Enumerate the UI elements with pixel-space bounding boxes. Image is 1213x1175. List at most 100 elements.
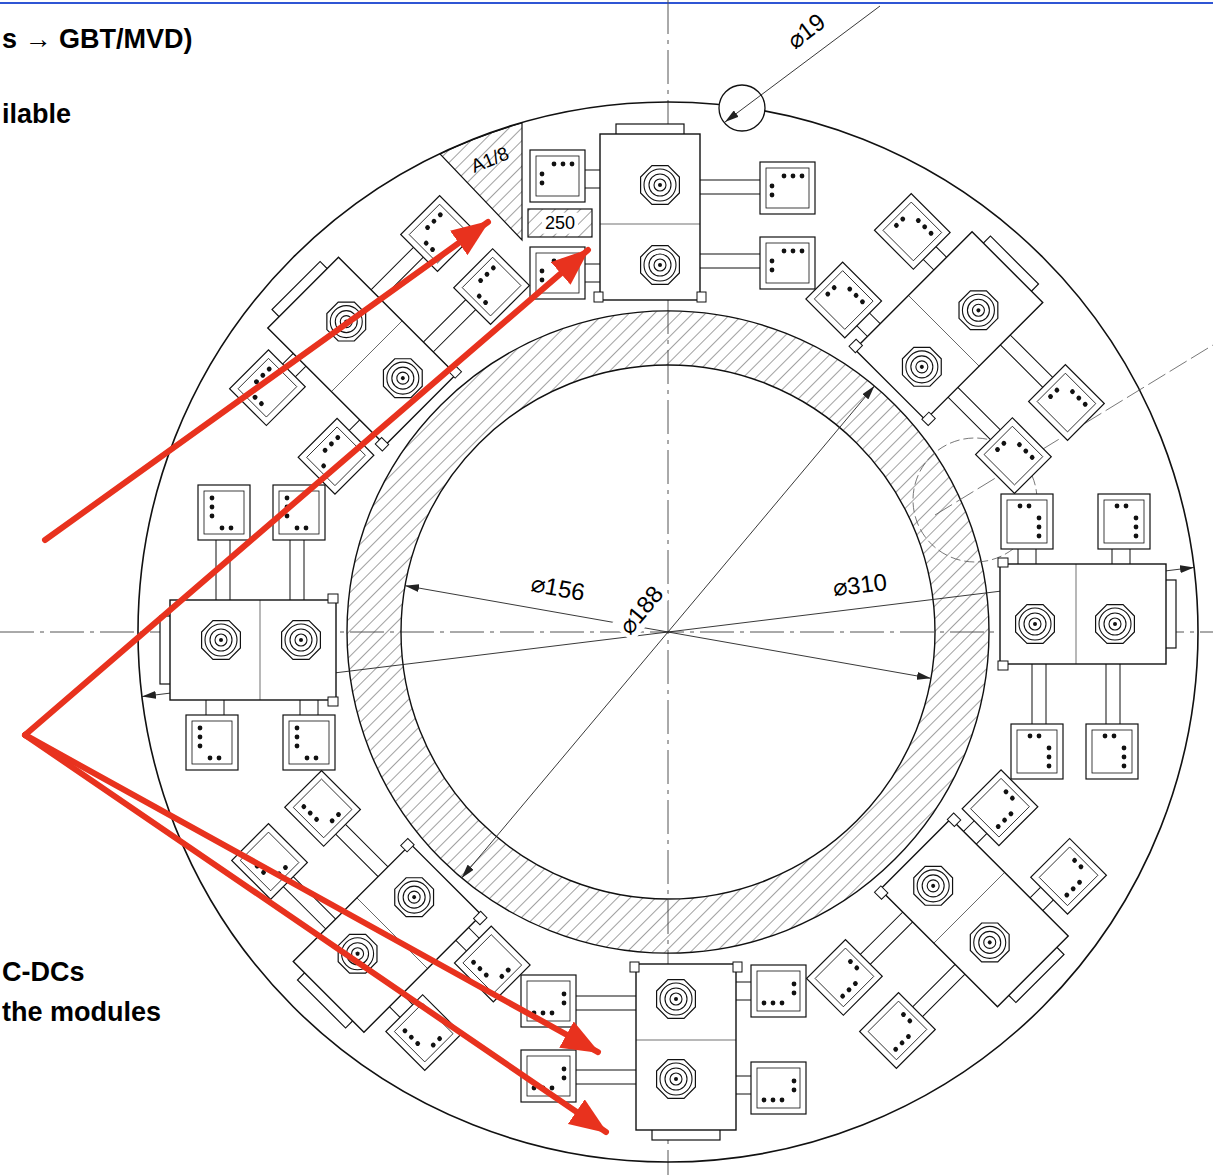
connector-plate: [1011, 724, 1063, 779]
bracket: [584, 170, 602, 188]
plate-pin: [770, 184, 775, 189]
plate-pin: [1112, 734, 1117, 739]
bracket: [206, 698, 224, 716]
plate-body: [760, 162, 815, 214]
plate-pin: [780, 1001, 785, 1006]
plate-body: [751, 965, 806, 1017]
dimension-label: ⌀19: [779, 6, 833, 56]
plate-pin: [800, 174, 805, 179]
plate-pin: [477, 965, 484, 972]
module: [160, 485, 338, 770]
connector-plate: [976, 418, 1052, 494]
plate-body: [186, 715, 238, 770]
plate-inner: [1039, 847, 1098, 906]
plate-pin: [436, 1035, 443, 1042]
plate-inner: [766, 168, 809, 208]
plate-pin: [1001, 817, 1008, 824]
plate-pin: [780, 1098, 785, 1103]
plate-pin: [550, 1086, 555, 1091]
header-rule: [0, 2, 1213, 4]
bracket: [734, 1076, 752, 1094]
plate-pin: [899, 1039, 906, 1046]
bolt-ring: [974, 927, 1005, 958]
bolt-center: [400, 375, 406, 381]
plate-pin: [198, 726, 203, 731]
plate-pin: [498, 973, 505, 980]
plate-pin: [1000, 440, 1007, 447]
bolt-symbol: [375, 351, 430, 406]
bolt-hex: [894, 339, 949, 394]
plate-pin: [198, 735, 203, 740]
plate-pin: [210, 505, 215, 510]
plate-pin: [1075, 395, 1082, 402]
bolt-ring: [392, 875, 437, 920]
plate-pin: [424, 224, 431, 231]
plate-pin: [482, 299, 489, 306]
module-nub: [328, 697, 338, 706]
plate-pin: [792, 1088, 797, 1093]
plate-pin: [402, 1027, 409, 1034]
plate-body: [283, 715, 335, 770]
bolt-symbol: [894, 339, 949, 394]
plate-pin: [217, 756, 222, 761]
plate-body: [530, 150, 585, 202]
plate-pin: [1078, 863, 1085, 870]
plate-pin: [1115, 504, 1120, 509]
plate-pin: [1047, 746, 1052, 751]
bolt-hex: [1096, 605, 1135, 644]
connector-plate: [521, 975, 576, 1027]
plate-pin: [1122, 764, 1127, 769]
plate-pin: [1003, 788, 1010, 795]
plate-pin: [540, 181, 545, 186]
plate-pin: [313, 816, 320, 823]
plate-pin: [540, 172, 545, 177]
bolt-ring: [956, 288, 1001, 333]
plate-pin: [210, 514, 215, 519]
plate-pin: [1134, 534, 1139, 539]
note-fragment: C-DCs: [2, 957, 85, 988]
bracket: [574, 996, 638, 1010]
bolt-ring: [670, 1073, 682, 1085]
module-nub: [947, 813, 960, 826]
plate-pin: [1082, 401, 1089, 408]
bracket: [584, 264, 602, 282]
plate-inner: [192, 721, 232, 764]
plate-inner: [766, 243, 809, 283]
plate-body: [807, 940, 883, 1016]
bolt-ring: [644, 249, 676, 281]
bolt-hex: [962, 915, 1017, 970]
plate-body: [1031, 838, 1107, 914]
hatched-box: [528, 209, 592, 237]
connector-plate: [1029, 365, 1105, 441]
bolt-ring: [913, 358, 930, 375]
bolt-symbol: [202, 621, 241, 660]
module: [804, 175, 1131, 502]
plate-pin: [1047, 755, 1052, 760]
module-body: [880, 819, 1068, 1007]
module-nub: [922, 412, 935, 425]
bolt-center: [658, 263, 662, 267]
plate-inner: [883, 202, 942, 261]
bolt-ring: [399, 882, 430, 913]
bolt-hex: [641, 166, 680, 205]
plate-pin: [1037, 525, 1042, 530]
plate-pin: [847, 958, 854, 965]
plate-pin: [792, 991, 797, 996]
plate-inner: [971, 778, 1030, 837]
plate-inner: [293, 779, 352, 838]
bolt-ring: [970, 302, 987, 319]
plate-pin: [282, 864, 289, 871]
bolt-hex: [375, 351, 430, 406]
plate-body: [1001, 494, 1053, 549]
module-nub: [375, 438, 388, 451]
module-nub: [474, 911, 487, 924]
plate-pin: [846, 286, 853, 293]
plate-pin: [921, 223, 928, 230]
connector-plate: [874, 194, 950, 270]
bolt-ring: [1024, 613, 1046, 635]
plate-pin: [770, 193, 775, 198]
bolt-ring: [911, 863, 956, 908]
bolt-hex: [951, 283, 1006, 338]
plate-pin: [846, 986, 853, 993]
region-label: A1/8: [468, 143, 512, 178]
